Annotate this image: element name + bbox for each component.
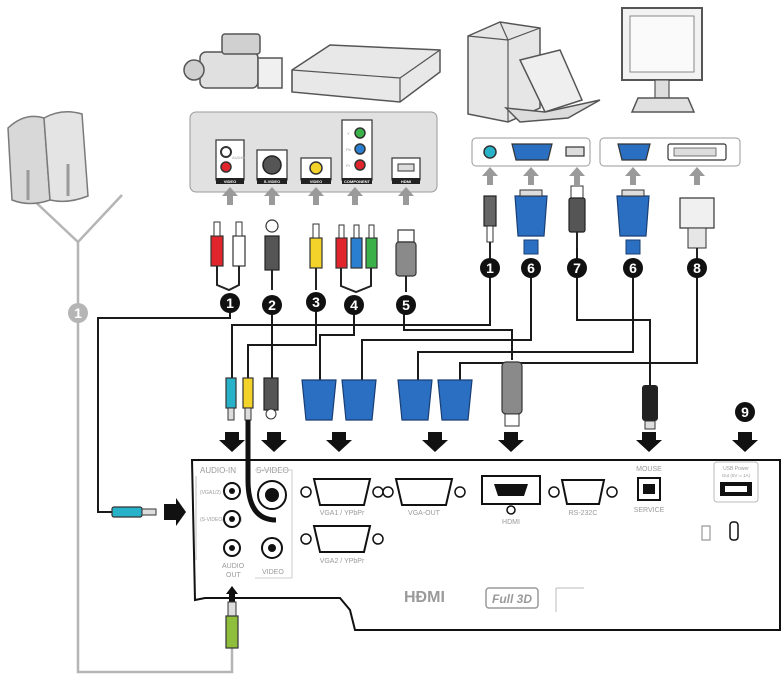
svideo-small-label: (S-VIDEO/ VIDEO)	[200, 517, 243, 523]
up-arrows	[222, 167, 705, 205]
full-3d-logo: Full 3D	[492, 592, 532, 606]
component-label: COMPONENT	[344, 179, 371, 184]
callout-3: 3	[312, 294, 320, 310]
desktop-computer-image	[467, 21, 541, 123]
callout-2: 2	[268, 297, 276, 313]
composite-plug	[309, 223, 323, 290]
audio-in-label: AUDIO-IN	[200, 466, 236, 475]
speakers	[7, 111, 89, 205]
vga12-small-label: (VGA1/2)	[200, 490, 221, 496]
vga1-label: VGA1 / YPbPr	[320, 510, 365, 517]
usb-power-label: USB Power	[723, 466, 749, 472]
vga2-label: VGA2 / YPbPr	[320, 558, 365, 565]
svideo-plug	[264, 219, 280, 290]
dvd-player-image	[291, 44, 441, 103]
bottom-usb-plug	[642, 385, 658, 430]
rca-audio-plugs	[210, 221, 246, 292]
video-port-label: VIDEO	[262, 569, 284, 576]
video-label: VIDEO	[224, 179, 236, 184]
callout-6: 6	[527, 260, 535, 276]
svideo-curve-cable	[245, 420, 277, 523]
callout-1: 1	[226, 295, 234, 311]
callout-speaker: 1	[74, 305, 82, 321]
callout-8: 8	[693, 260, 701, 276]
bottom-vga-plugs	[301, 379, 473, 421]
pc-source-panel	[471, 137, 591, 167]
mouse-label: MOUSE	[636, 466, 662, 473]
usb-power-sub-label: Out (5V ═ 1A)	[722, 473, 751, 478]
laptop-image	[503, 49, 601, 123]
speaker-cable	[27, 194, 234, 674]
audio-jack-top	[483, 195, 497, 262]
component-plugs	[335, 224, 378, 294]
down-arrows	[219, 432, 758, 452]
audio-out-label-1: AUDIO	[222, 563, 245, 570]
audio-out-cable	[225, 586, 239, 649]
callout-4: 4	[350, 297, 358, 313]
bottom-hdmi-plug	[501, 361, 523, 427]
vga-plug-2	[616, 189, 650, 255]
y-label: Y	[347, 131, 350, 136]
video2-label: VIDEO	[310, 179, 322, 184]
callout-9: 9	[741, 404, 749, 420]
audio-out-label-2: OUT	[226, 572, 242, 579]
usb-plug	[568, 185, 586, 248]
callout-markers: 1 2 3 4 5 1 6 7 6 8 9 1	[68, 258, 755, 422]
rs232c-label: RS-232C	[569, 510, 598, 517]
bottom-audio-plug	[225, 377, 237, 421]
camcorder-image	[183, 33, 283, 89]
vga-out-label: VGA-OUT	[408, 510, 441, 517]
cable-lines	[97, 245, 698, 513]
monitor-image	[621, 7, 703, 113]
hdmi-label: HDMI	[401, 179, 411, 184]
bottom-svideo-plug	[263, 377, 279, 420]
projector-back-panel: AUDIO-IN (VGA1/2) (S-VIDEO/ VIDEO) AUDIO…	[190, 459, 781, 631]
callout-1b: 1	[486, 260, 494, 276]
monitor-source-panel	[599, 137, 741, 167]
svideo-label: S-VIDEO	[264, 179, 280, 184]
dvi-plug	[679, 197, 715, 268]
hdmi-port-label: HDMI	[502, 519, 520, 526]
bottom-composite-plug	[242, 377, 254, 421]
pb-label: Pb	[346, 147, 352, 152]
left-audio-cable	[111, 498, 186, 526]
vga-plug-1	[514, 189, 548, 255]
av-source-panel: AUDIO VIDEO S-VIDEO VIDEO Y Pb Pr COMPON…	[189, 111, 438, 193]
pr-label: Pr	[346, 163, 351, 168]
callout-5: 5	[402, 297, 410, 313]
service-label: SERVICE	[634, 507, 665, 514]
hdmi-plug-top	[395, 229, 417, 292]
callout-6b: 6	[629, 260, 637, 276]
audio-small-label: AUDIO	[232, 155, 245, 160]
callout-7: 7	[573, 260, 581, 276]
hdmi-logo: HĐMI	[404, 589, 445, 606]
